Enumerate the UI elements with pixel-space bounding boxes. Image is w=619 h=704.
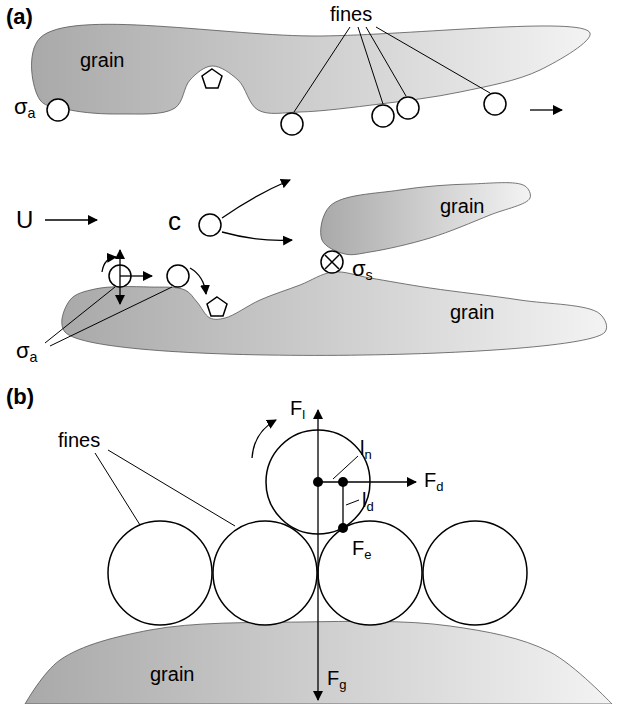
symbol-label: σs (352, 258, 373, 280)
contact-dots (313, 477, 348, 533)
symbol-label: σa (16, 340, 38, 362)
grain-label: grain (440, 196, 484, 216)
grain-body (25, 621, 612, 704)
arrows (45, 110, 562, 700)
symbol-label: Fd (424, 470, 443, 490)
grain-label: grain (450, 302, 494, 322)
grain: grain (25, 622, 612, 704)
grain-body (62, 272, 607, 356)
grain-body (32, 24, 591, 114)
grain: grain (65, 272, 605, 332)
grain-label: grain (80, 50, 124, 70)
grain: grain (322, 184, 530, 254)
callout-label: fines (330, 4, 372, 24)
callout-label: fines (58, 430, 100, 450)
panel-label: (b) (6, 386, 34, 408)
grain-outline (25, 622, 612, 704)
symbol-label: ln (360, 438, 372, 458)
symbol-label: ld (362, 490, 374, 510)
grain-outline (65, 272, 605, 332)
strained-mark (325, 255, 339, 269)
grain: grain (40, 33, 590, 114)
symbol-label: c (168, 208, 181, 234)
symbol-label: Fg (327, 668, 346, 688)
grain-body (321, 183, 531, 255)
symbol-label: Fl (290, 398, 305, 418)
panel-label: (a) (6, 6, 33, 28)
symbol-label: σa (14, 96, 36, 118)
symbol-label: Fe (352, 538, 371, 558)
symbol-label: U (16, 208, 33, 232)
grain-outline (40, 33, 590, 114)
grain-label: grain (150, 664, 194, 684)
grain-outline (322, 184, 530, 254)
